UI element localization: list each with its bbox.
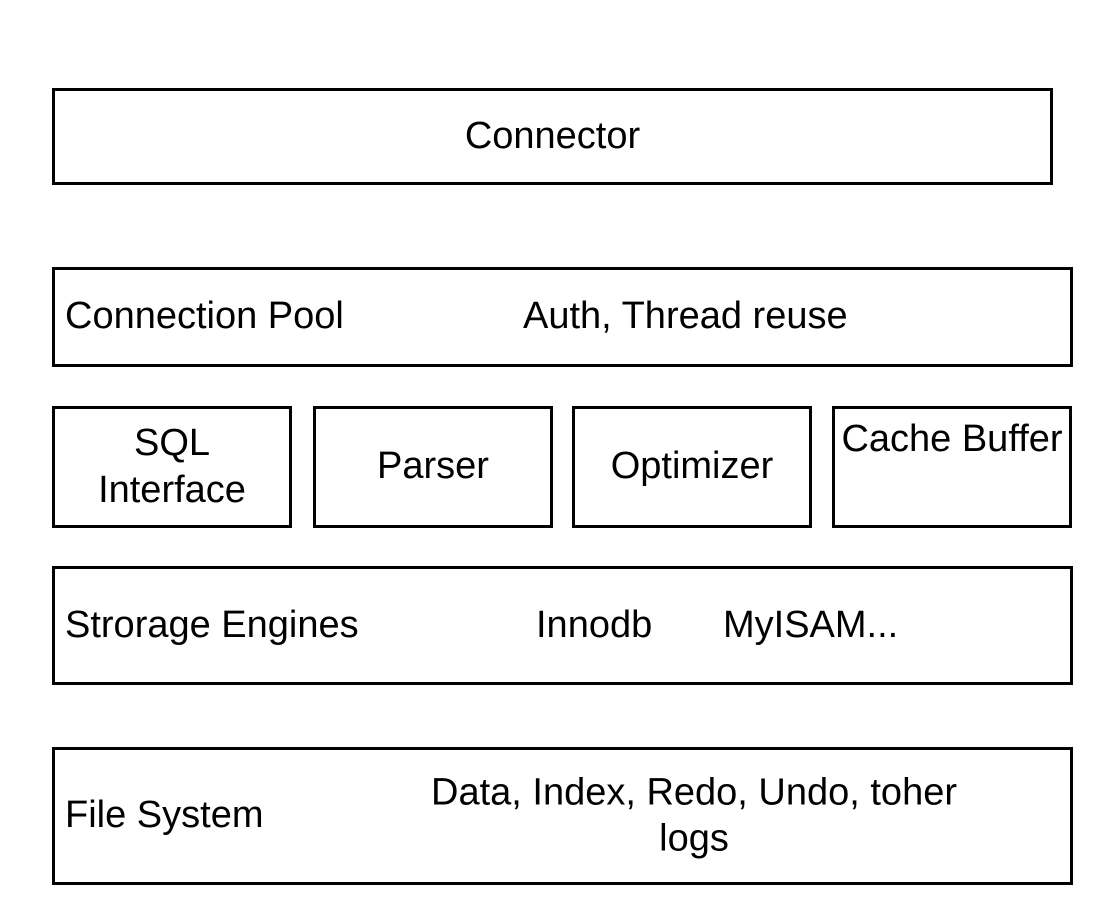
parser-box: Parser <box>313 406 553 528</box>
connection-pool-label: Connection Pool <box>65 295 344 338</box>
sql-interface-label: SQL Interface <box>98 421 246 512</box>
cache-buffer-label: Cache Buffer <box>841 418 1063 460</box>
storage-engines-label: Strorage Engines <box>65 603 359 646</box>
connection-pool-detail: Auth, Thread reuse <box>523 295 848 338</box>
parser-label: Parser <box>377 445 489 488</box>
engine-innodb-label: Innodb <box>536 603 653 646</box>
connector-label: Connector <box>464 114 641 157</box>
connector-layer-box: Connector <box>52 88 1053 185</box>
sql-interface-box: SQL Interface <box>52 406 292 528</box>
file-system-layer-box: File System Data, Index, Redo, Undo, toh… <box>52 747 1073 885</box>
file-system-label: File System <box>65 794 264 837</box>
file-system-detail: Data, Index, Redo, Undo, toher logs <box>431 771 957 859</box>
optimizer-box: Optimizer <box>572 406 812 528</box>
storage-engines-layer-box: Strorage Engines Innodb MyISAM... <box>52 566 1073 685</box>
engine-myisam-label: MyISAM... <box>723 603 899 646</box>
connection-pool-layer-box: Connection Pool Auth, Thread reuse <box>52 267 1073 367</box>
optimizer-label: Optimizer <box>610 445 774 488</box>
cache-buffer-box: Cache Buffer <box>832 406 1072 528</box>
